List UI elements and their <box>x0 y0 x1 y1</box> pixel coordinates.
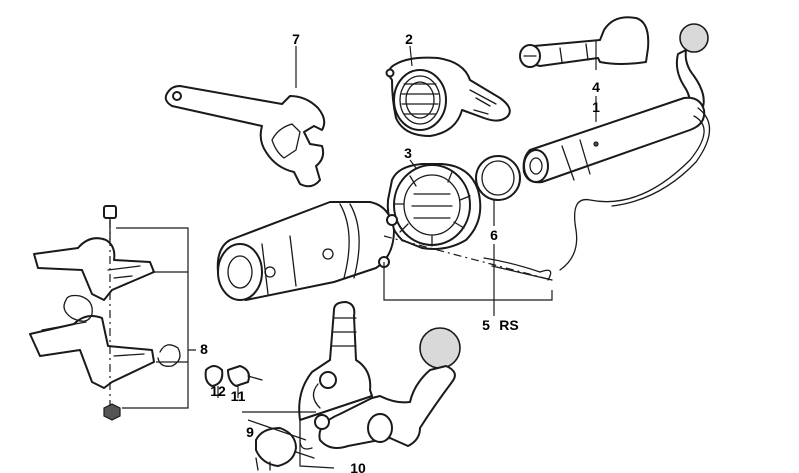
callout-2: 2 <box>405 31 413 47</box>
spanner-wrench <box>164 85 326 188</box>
callout-7: 7 <box>292 31 300 47</box>
o-ring <box>475 155 521 201</box>
mounting-brackets <box>29 205 181 421</box>
slotted-nut <box>386 163 482 250</box>
callout-1: 1 <box>592 99 600 115</box>
callout-12: 12 <box>210 383 226 399</box>
callout-rs: RS <box>499 317 518 333</box>
callout-6: 6 <box>490 227 498 243</box>
callout-8: 8 <box>200 341 208 357</box>
callout-10: 10 <box>350 460 366 473</box>
callout-4: 4 <box>592 79 600 95</box>
callout-labels: 7 2 4 1 3 6 5 RS 8 12 11 9 10 <box>200 31 600 473</box>
tow-ball-receiver-tube <box>522 23 711 271</box>
callout-9: 9 <box>246 424 254 440</box>
callout-5: 5 <box>482 317 490 333</box>
housing-tube <box>216 201 398 301</box>
locking-pin <box>519 16 650 68</box>
leader-lines <box>217 40 597 469</box>
assembly-center-line <box>383 235 553 301</box>
callout-11: 11 <box>231 388 246 404</box>
socket-nut-with-handle <box>385 56 511 137</box>
callout-8-bracket <box>116 227 196 409</box>
small-fasteners <box>204 365 315 471</box>
detachable-hitch-assembly <box>298 301 461 450</box>
callout-3: 3 <box>404 145 412 161</box>
